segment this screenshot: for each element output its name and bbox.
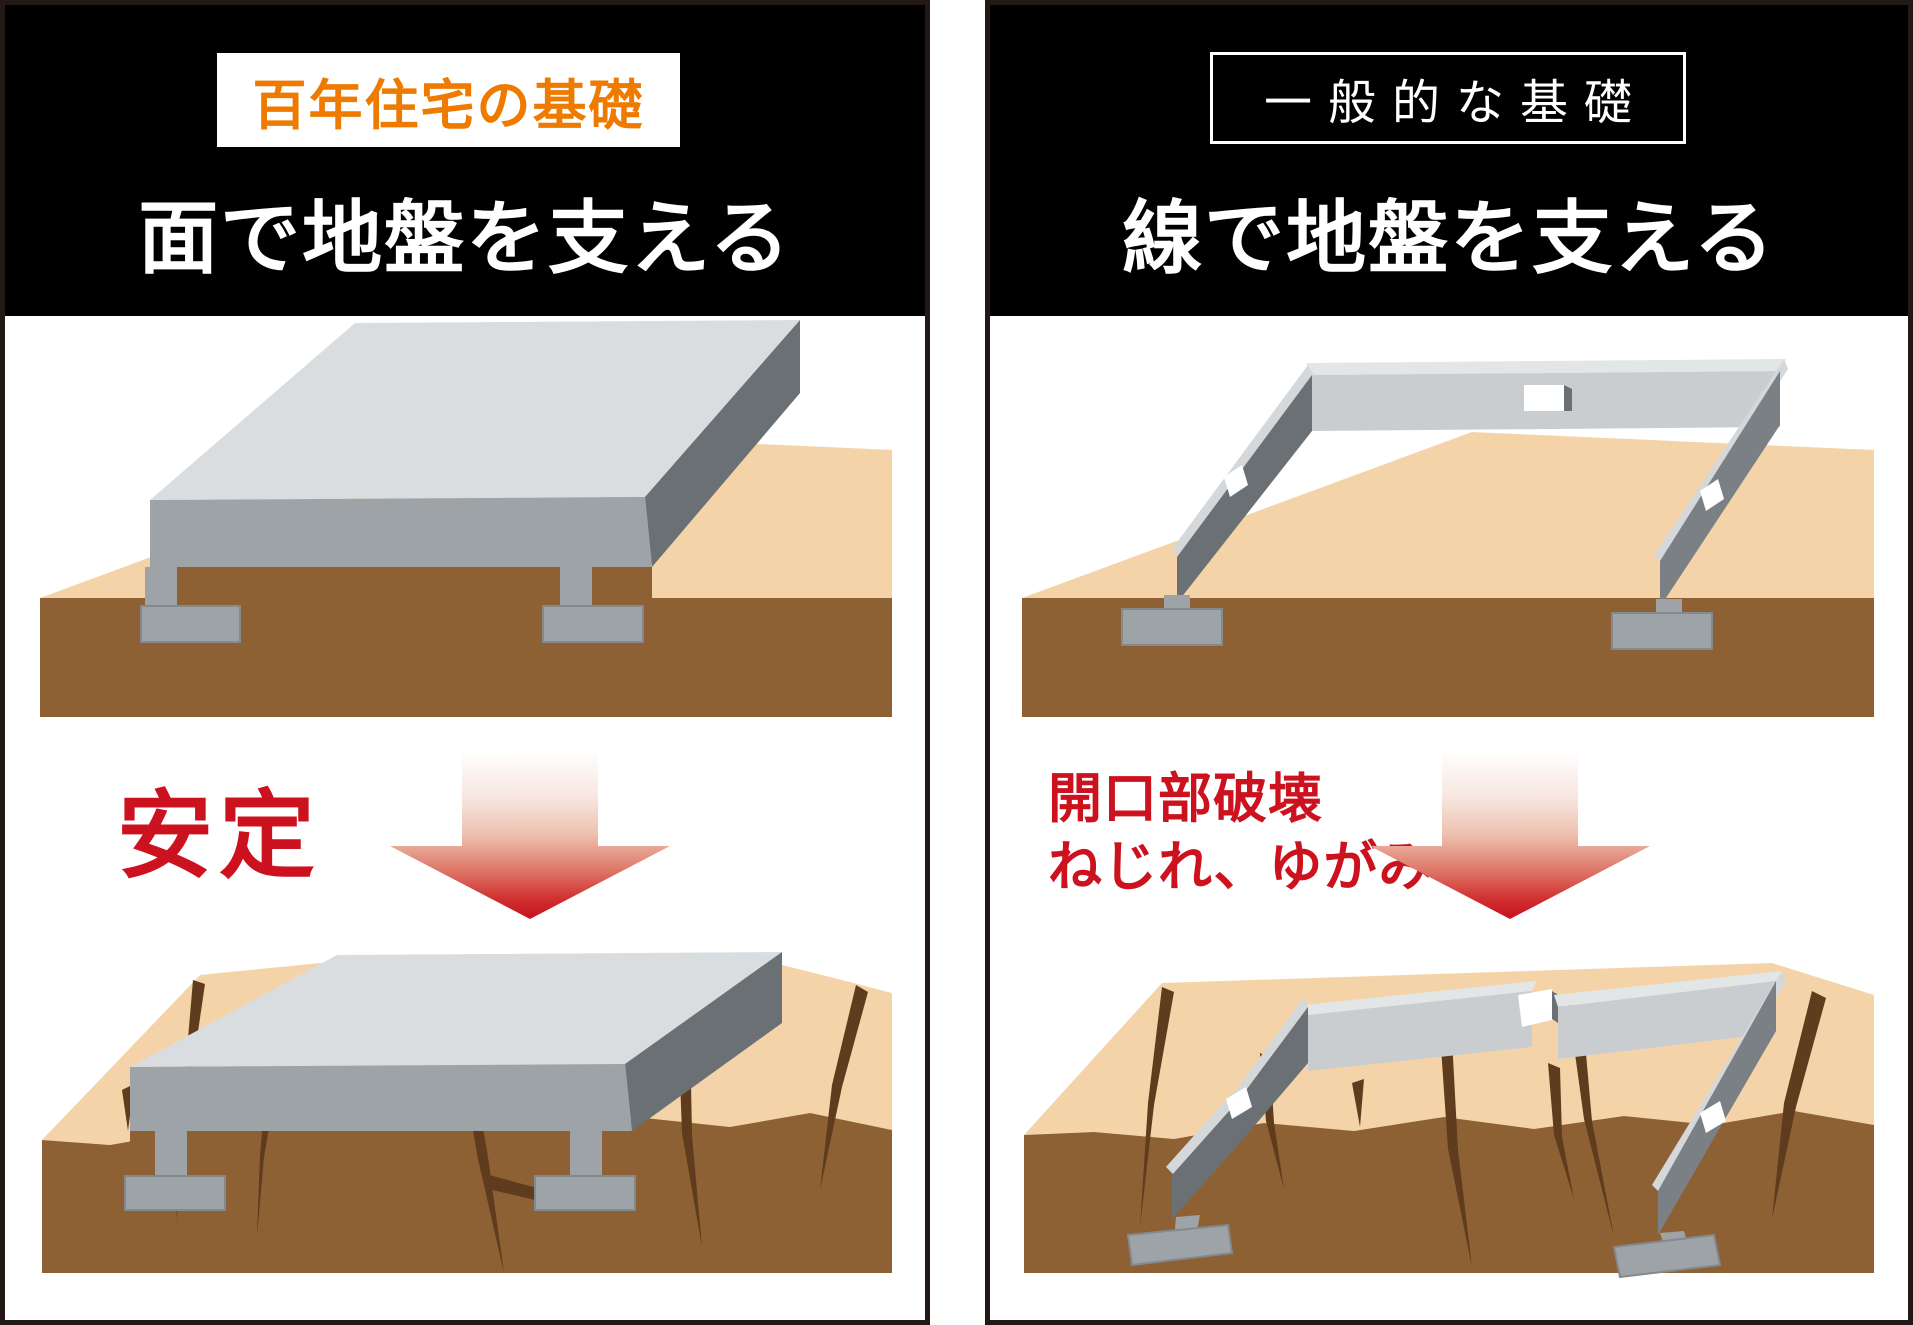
- right-panel-title: 線で地盤を支える: [1122, 194, 1776, 283]
- slab-foundation-cracked-ground-illustration: [42, 952, 892, 1273]
- left-panel-header: 百年住宅の基礎 面で地盤を支える: [5, 5, 925, 316]
- failure-label-line2: ねじれ、ゆがみ: [1048, 837, 1434, 897]
- right-badge: 一般的な基礎: [1210, 52, 1686, 144]
- slab-foundation-stable-illustration: [40, 320, 892, 717]
- strip-foundation-stable-illustration: [1022, 359, 1874, 717]
- strip-foundation-broken-illustration: [1024, 963, 1874, 1279]
- left-panel-title: 面で地盤を支える: [138, 194, 792, 283]
- failure-label: 開口部破壊 ねじれ、ゆがみ: [1048, 765, 1434, 901]
- panel-general-foundation: 一般的な基礎 線で地盤を支える: [985, 0, 1913, 1325]
- down-arrow-icon: [1370, 751, 1650, 919]
- stable-label: 安定: [117, 783, 321, 890]
- left-badge: 百年住宅の基礎: [217, 53, 680, 147]
- down-arrow-icon: [390, 751, 670, 919]
- failure-label-line1: 開口部破壊: [1048, 769, 1323, 829]
- right-panel-header: 一般的な基礎 線で地盤を支える: [990, 5, 1908, 316]
- panel-hyakunen-foundation: 百年住宅の基礎 面で地盤を支える 安定: [0, 0, 930, 1325]
